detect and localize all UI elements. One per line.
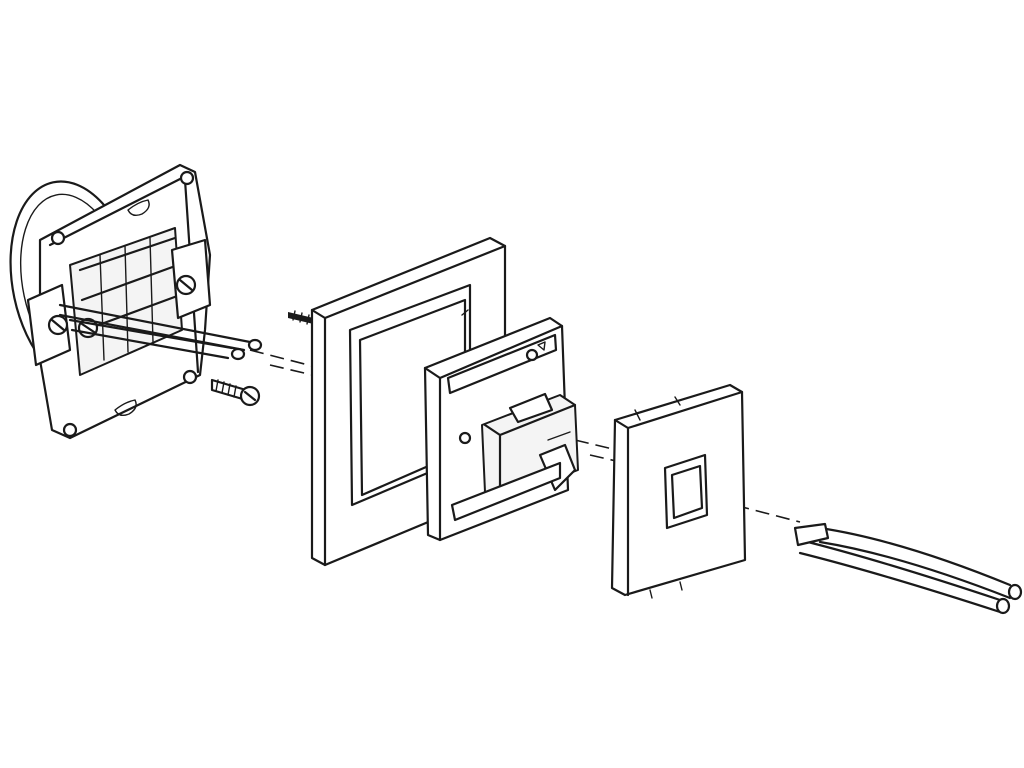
mounting-plate-icon bbox=[9, 163, 263, 440]
cable-icon bbox=[793, 522, 1023, 615]
screw-icon bbox=[210, 378, 261, 407]
rj45-module-icon bbox=[423, 316, 579, 542]
cover-plate-icon bbox=[610, 383, 747, 599]
